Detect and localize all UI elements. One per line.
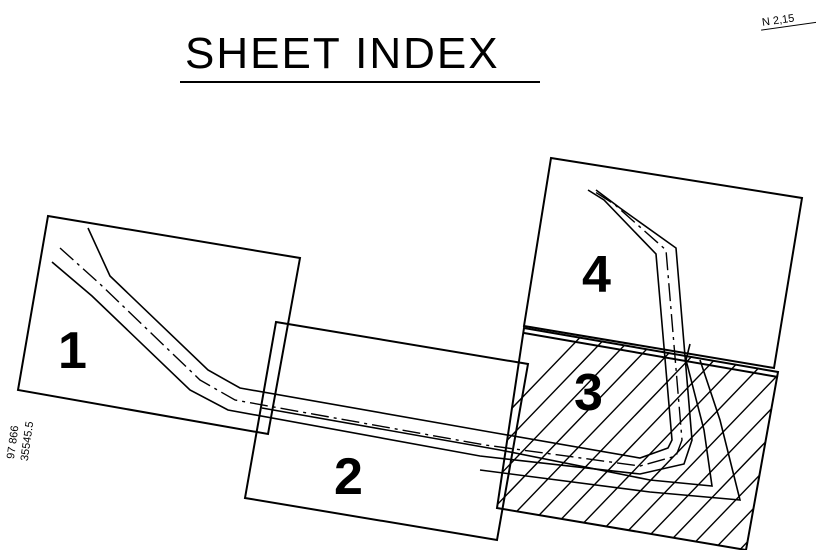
hatch-line — [497, 328, 695, 550]
sheet-4-outline — [522, 156, 804, 370]
sheet-2-outline — [243, 320, 530, 542]
hatch-line — [497, 328, 747, 550]
hatch-line — [497, 328, 617, 550]
hatch-line — [808, 300, 816, 550]
sheet-2-number: 2 — [334, 448, 363, 506]
hatch-line — [729, 328, 778, 550]
svg-text:97 866: 97 866 — [5, 425, 22, 460]
sheet-1-number: 1 — [58, 322, 87, 380]
hatch-line — [782, 300, 816, 550]
road-alignment — [51, 189, 742, 501]
hatch-line — [703, 328, 778, 550]
edge-label: 97 866 35545.5 — [5, 421, 36, 462]
svg-text:35545.5: 35545.5 — [19, 421, 36, 462]
hatch-line — [677, 328, 778, 550]
svg-text:N 2,15: N 2,15 — [761, 12, 795, 28]
corner-label: N 2,15 — [761, 12, 816, 31]
sheet-4-number: 4 — [582, 246, 611, 304]
hatch-line — [651, 328, 778, 550]
page-title: SHEET INDEX — [185, 29, 500, 78]
hatch-line — [573, 328, 778, 550]
sheet-1-outline — [16, 214, 302, 436]
hatch-line — [755, 328, 778, 550]
hatch-line — [497, 328, 669, 550]
sheet-3-top-double-line — [523, 332, 779, 378]
hatch-line — [625, 328, 778, 550]
hatch-line — [521, 328, 773, 550]
hatch-line — [599, 328, 778, 550]
sheet-3-number: 3 — [574, 364, 603, 422]
